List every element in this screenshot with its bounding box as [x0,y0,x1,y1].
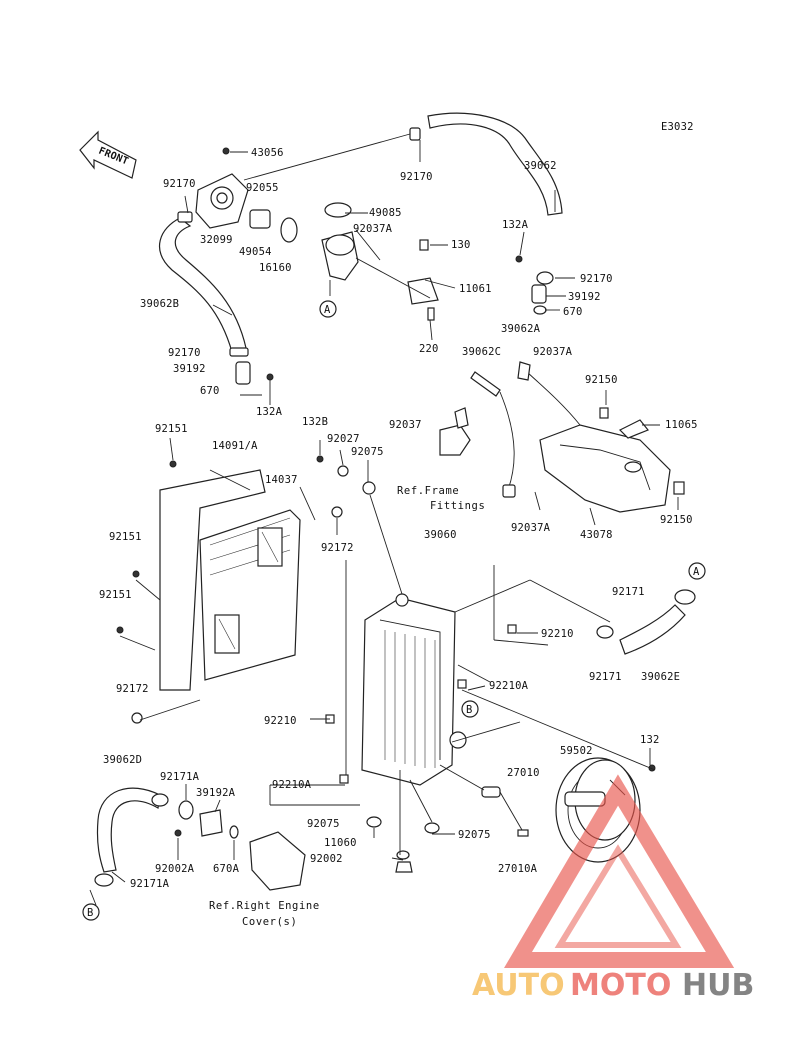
part-label: 39062A [501,323,541,335]
part-labels: 43056 92170 92055 92170 32099 49054 1616… [99,147,698,890]
part-label: 11061 [459,283,492,295]
part-label: 11065 [665,419,698,431]
part-label: 670 [563,306,583,318]
part-label: 132B [302,416,328,428]
ref-frame-fittings-line1: Ref.Frame [397,485,459,497]
part-label: 92151 [155,423,188,435]
hose-39062E [596,589,696,655]
watermark-logo: AUTO MOTO HUB [472,774,754,1003]
part-label: 92170 [168,347,201,359]
part-label: 92037A [533,346,573,358]
part-label: 39062C [462,346,501,358]
part-label: 39192A [196,787,236,799]
part-label: 27010 [507,767,540,779]
hose-39062 [409,112,563,216]
part-label: 92210A [489,680,529,692]
part-label: 92172 [321,542,354,554]
frame-fitting-bracket [439,407,471,456]
part-label: 92172 [116,683,149,695]
hose-39062D [94,787,306,891]
part-label: 11060 [324,837,357,849]
part-label: 92151 [109,531,142,543]
part-label: 92002A [155,863,195,875]
part-label: 92002 [310,853,343,865]
part-label: 92171 [589,671,622,683]
part-label: 16160 [259,262,292,274]
part-label: 92210 [541,628,574,640]
svg-text:A: A [693,566,700,578]
part-label: 132 [640,734,660,746]
part-label: 92027 [327,433,360,445]
thermostat-housing [195,147,298,243]
part-label: 92037A [353,223,393,235]
watermark-auto: AUTO [472,968,565,1003]
part-label: 92055 [246,182,279,194]
part-label: 39062 [524,160,557,172]
part-label: 49085 [369,207,402,219]
part-label: 27010A [498,863,538,875]
hose-39062B [159,211,274,385]
svg-text:B: B [87,907,94,919]
hose-39192-right [515,255,554,315]
watermark-hub: HUB [682,968,754,1003]
part-label: 92150 [585,374,618,386]
part-label: 92171 [612,586,645,598]
part-label: 92075 [307,818,340,830]
leader-lines [89,133,679,906]
part-label: 39060 [424,529,457,541]
part-label: 132A [502,219,529,231]
radiator-shroud [116,455,376,724]
svg-text:A: A [324,304,331,316]
part-label: 39192 [173,363,206,375]
filler-neck [321,202,439,321]
ref-frame-fittings-line2: Fittings [430,500,485,512]
part-label: 92210 [264,715,297,727]
part-label: 39062D [103,754,142,766]
part-label: 39062B [140,298,179,310]
part-label: 92170 [163,178,196,190]
part-label: 92075 [351,446,384,458]
callout-b-low: B [82,903,100,921]
part-label: 220 [419,343,439,355]
callout-a-top: A [319,300,337,318]
part-label: 670A [213,863,240,875]
ref-engine-cover-line2: Cover(s) [242,916,297,928]
part-label: 39062E [641,671,680,683]
part-label: 132A [256,406,283,418]
part-label: 59502 [560,745,593,757]
part-label: 14037 [265,474,298,486]
watermark-moto: MOTO [570,968,671,1003]
part-label: 92075 [458,829,491,841]
part-label: 92171A [160,771,200,783]
part-label: 92170 [400,171,433,183]
front-arrow-icon: FRONT [79,130,137,179]
part-label: 92210A [272,779,312,791]
part-label: 670 [200,385,220,397]
radiator-core [325,593,529,873]
part-label: 92037A [511,522,551,534]
part-label: 43056 [251,147,284,159]
part-label: 92037 [389,419,422,431]
diagram-code: E3032 [661,121,694,133]
callout-b-mid: B [461,700,479,718]
part-label: 130 [451,239,471,251]
part-label: 92171A [130,878,170,890]
part-label: 92170 [580,273,613,285]
part-label: 49054 [239,246,272,258]
part-label: 14091/A [212,440,258,452]
part-label: 39192 [568,291,601,303]
reservoir-tank [470,361,685,513]
part-label: 92151 [99,589,132,601]
warning-triangle-icon [504,774,735,968]
ref-engine-cover-line1: Ref.Right Engine [209,900,320,912]
part-label: 43078 [580,529,613,541]
callout-a-right: A [688,562,706,580]
svg-text:B: B [466,704,473,716]
part-label: 92150 [660,514,693,526]
part-label: 32099 [200,234,233,246]
